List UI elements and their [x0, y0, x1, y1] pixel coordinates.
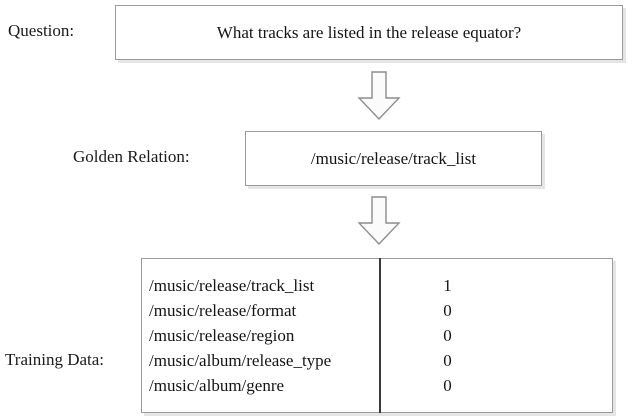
- table-row: /music/release/format 0: [142, 301, 612, 326]
- table-cell-value: 1: [443, 276, 452, 295]
- question-label: Question:: [8, 21, 75, 40]
- table-cell-value: 0: [443, 301, 452, 320]
- training-data-table: /music/release/track_list 1/music/release…: [141, 258, 613, 413]
- golden-relation-box: /music/release/track_list: [245, 131, 542, 186]
- table-row: /music/release/track_list 1: [142, 276, 612, 301]
- table-row: /music/album/genre 0: [142, 376, 612, 401]
- question-box: What tracks are listed in the release eq…: [115, 5, 623, 60]
- golden-relation-text: /music/release/track_list: [310, 148, 477, 168]
- table-cell-relation: /music/release/track_list: [149, 276, 315, 295]
- table-cell-relation: /music/album/genre: [149, 376, 285, 395]
- table-column-divider: [379, 258, 381, 413]
- table-row: /music/album/release_type 0: [142, 351, 612, 376]
- table-cell-relation: /music/album/release_type: [149, 351, 332, 370]
- table-cell-value: 0: [443, 351, 452, 370]
- question-text: What tracks are listed in the release eq…: [216, 22, 522, 42]
- table-cell-value: 0: [443, 326, 452, 345]
- table-cell-value: 0: [443, 376, 452, 395]
- table-cell-relation: /music/release/region: [149, 326, 295, 345]
- training-data-label: Training Data:: [5, 350, 105, 369]
- golden-relation-label: Golden Relation:: [73, 147, 190, 166]
- table-cell-relation: /music/release/format: [149, 301, 297, 320]
- table-row: /music/release/region 0: [142, 326, 612, 351]
- table-body: /music/release/track_list 1/music/release…: [142, 276, 612, 401]
- arrow-relation-to-training-icon: [357, 196, 401, 246]
- arrow-question-to-relation-icon: [357, 71, 401, 121]
